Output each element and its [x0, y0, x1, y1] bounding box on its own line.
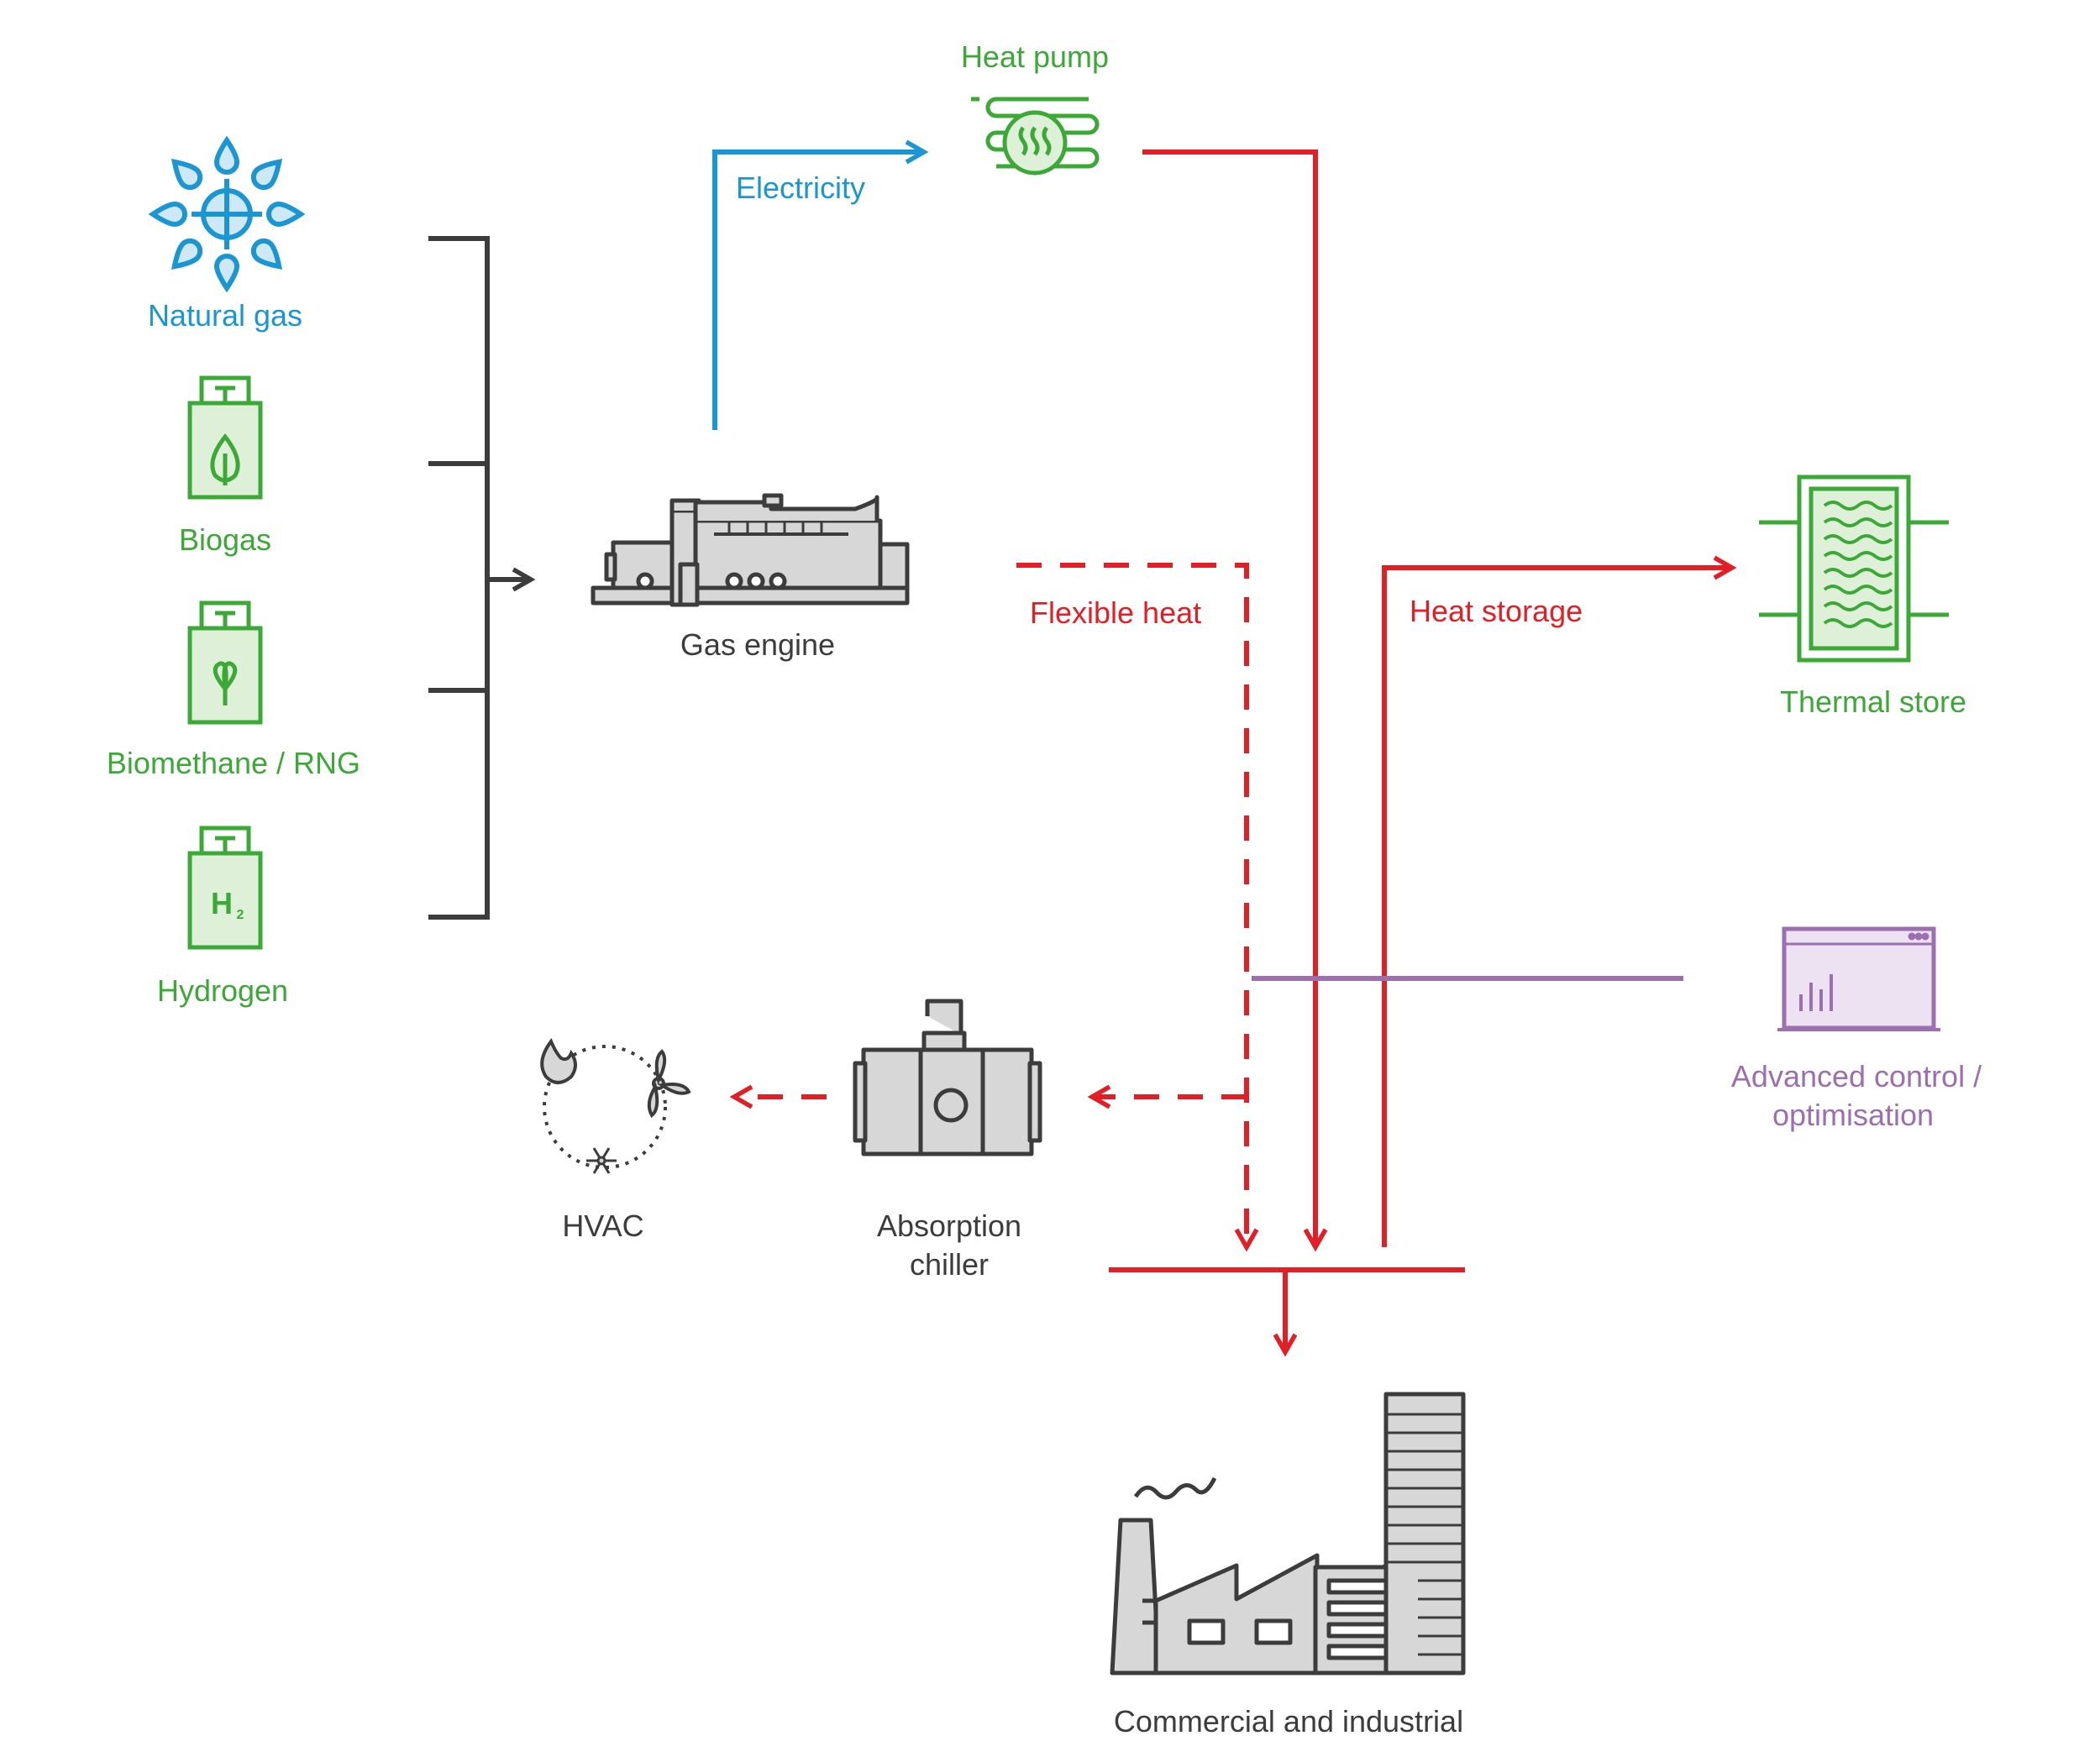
hydrogen-cylinder-icon	[187, 826, 263, 950]
hydrogen-symbol: H	[211, 886, 233, 920]
gas-engine-icon	[591, 493, 910, 607]
heat-pump-label: Heat pump	[961, 39, 1109, 74]
consumer-label: Commercial and industrial	[1114, 1704, 1463, 1738]
electricity-flow-line	[712, 139, 929, 430]
fuel-label-hydrogen: Hydrogen	[157, 973, 288, 1008]
heat-pump-icon	[971, 97, 1100, 176]
flexible-heat-label: Flexible heat	[1030, 595, 1201, 630]
heat-storage-label: Heat storage	[1410, 594, 1583, 628]
fuel-label-biomethane: Biomethane / RNG	[107, 746, 360, 780]
fuel-label-natural-gas: Natural gas	[148, 298, 302, 333]
natural-gas-icon	[148, 135, 306, 293]
hvac-cycle-icon	[540, 1038, 691, 1174]
biomethane-cylinder-icon	[187, 600, 263, 725]
hvac-label: HVAC	[562, 1209, 643, 1243]
thermal-store-label: Thermal store	[1780, 684, 1966, 719]
fuel-label-biogas: Biogas	[179, 522, 271, 557]
absorption-chiller-icon	[853, 999, 1042, 1156]
electricity-label: Electricity	[736, 170, 865, 205]
chiller-label-line1: Absorption	[877, 1209, 1021, 1243]
control-monitor-icon	[1777, 926, 1940, 1031]
control-label-line1: Advanced control /	[1731, 1059, 1982, 1093]
heat-storage-line	[1382, 555, 1737, 1247]
control-label-line2: optimisation	[1772, 1098, 1934, 1132]
chiller-label-line2: chiller	[910, 1247, 989, 1282]
gas-engine-label: Gas engine	[680, 627, 835, 662]
factory-icon	[1110, 1392, 1466, 1675]
biogas-cylinder-icon	[187, 375, 263, 500]
heat-pump-output-line	[1142, 149, 1328, 1252]
thermal-store-icon	[1759, 475, 1949, 663]
hydrogen-subscript: 2	[237, 908, 244, 922]
fuel-bracket	[428, 236, 536, 920]
flexible-heat-line	[1016, 563, 1259, 1252]
